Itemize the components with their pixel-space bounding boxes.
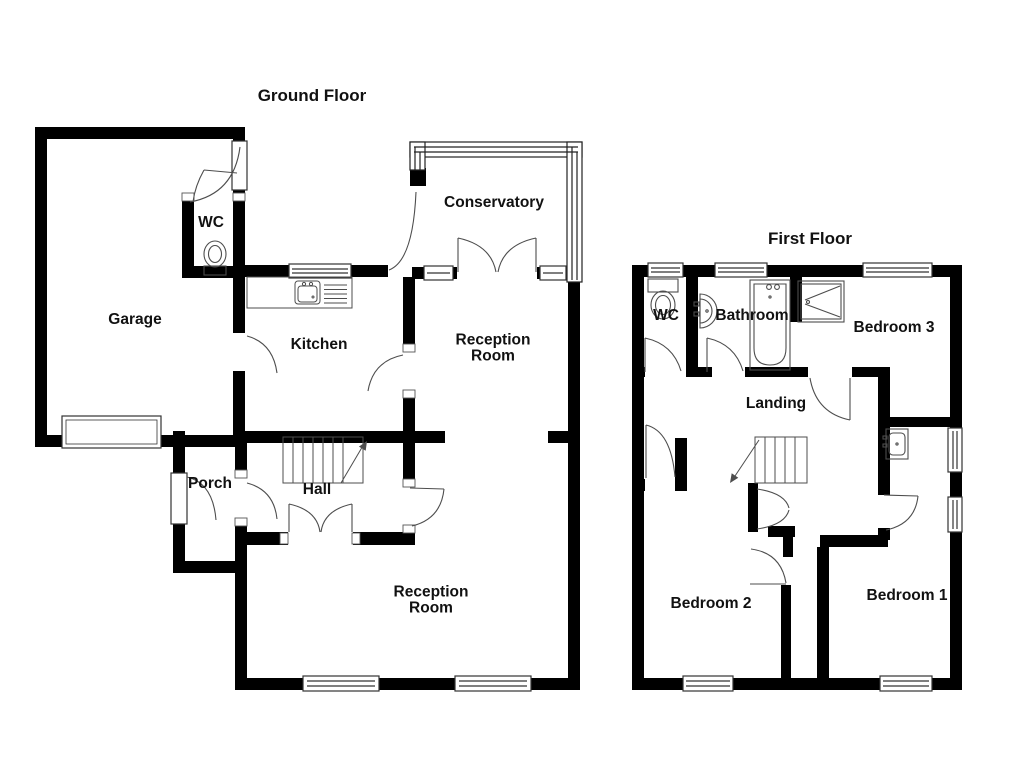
wc-window	[647, 262, 684, 278]
front-entrance-door	[170, 472, 188, 525]
room-label-garage: Garage	[108, 310, 162, 328]
bathroom-door-arc	[706, 337, 744, 372]
toilet-icon-ground	[203, 240, 227, 276]
kitchen-reception-door-arc	[367, 354, 404, 392]
hall-french-door-right	[320, 503, 353, 533]
first-floor-title: First Floor	[767, 229, 853, 249]
ground-floor-doors	[61, 140, 248, 525]
wc-door-arc	[192, 169, 238, 203]
landing-cupboard-door-arc	[645, 424, 676, 478]
stairs-down-arrow	[730, 473, 739, 483]
bath-tub-icon	[749, 279, 791, 371]
stairs-up-arrow	[358, 441, 367, 451]
first-floor-walls	[632, 265, 962, 690]
bedroom1-door-arc	[883, 494, 919, 531]
wc-door-arc	[644, 337, 682, 372]
ground-floor-plan	[35, 127, 583, 692]
rear-conservatory-door-arc	[388, 191, 417, 271]
door-jambs	[181, 192, 416, 545]
first-floor-plan	[632, 262, 963, 692]
room-label-bedroom2: Bedroom 2	[670, 594, 752, 612]
kitchen-window	[288, 263, 352, 279]
reception-window-right	[454, 675, 532, 692]
porch-hall-door-arc	[246, 482, 278, 520]
back-door-arc	[189, 146, 241, 203]
room-label-reception-rear: Reception Room	[393, 583, 469, 617]
ground-floor-door-arcs	[186, 146, 537, 533]
kitchen-sink-icon	[246, 276, 353, 309]
room-label-bedroom3: Bedroom 3	[853, 318, 935, 336]
conservatory-glazed-walls	[409, 141, 583, 283]
hall-french-door-left	[288, 503, 321, 533]
bedroom3-window	[862, 262, 933, 278]
ground-floor-windows	[288, 263, 567, 692]
front-door-arc	[186, 476, 217, 521]
bedroom3-door-arc	[809, 377, 851, 421]
room-label-porch: Porch	[188, 474, 232, 492]
basin-icon-bathroom	[693, 293, 718, 329]
bedroom1-window	[879, 675, 933, 692]
ground-floor-title: Ground Floor	[257, 86, 367, 106]
room-label-hall: Hall	[302, 480, 332, 498]
bedroom1-side-window	[947, 496, 963, 533]
shower-icon	[797, 280, 845, 323]
hall-reception-door-arc	[409, 487, 445, 527]
understairs-door-right	[756, 509, 790, 530]
staircase-first	[730, 436, 808, 484]
room-label-bedroom1: Bedroom 1	[866, 586, 948, 604]
understairs-door-left	[756, 488, 790, 509]
conservatory-french-door-left	[457, 237, 497, 273]
bedroom2-door-arc	[750, 548, 787, 585]
conservatory-french-door-right	[497, 237, 537, 273]
room-label-reception-front: Reception Room	[455, 331, 531, 365]
room-label-wc-first: WC	[653, 306, 679, 324]
room-label-conservatory: Conservatory	[444, 193, 544, 211]
toilet-icon-first	[647, 278, 679, 320]
garage-kitchen-door-arc	[246, 335, 278, 374]
room-label-kitchen: Kitchen	[290, 335, 348, 353]
ensuite-window	[947, 427, 963, 473]
room-label-wc-ground: WC	[198, 213, 224, 231]
rear-back-door	[231, 140, 248, 191]
bedroom2-window	[682, 675, 734, 692]
room-label-landing: Landing	[745, 394, 807, 412]
bathroom-window	[714, 262, 768, 278]
reception-window-left	[302, 675, 380, 692]
first-floor-door-arcs	[644, 337, 919, 585]
first-floor-windows	[647, 262, 963, 692]
ground-floor-walls	[35, 127, 580, 690]
staircase-ground	[282, 436, 367, 484]
vanity-sink-icon	[882, 428, 909, 460]
room-label-bathroom: Bathroom	[715, 306, 789, 324]
